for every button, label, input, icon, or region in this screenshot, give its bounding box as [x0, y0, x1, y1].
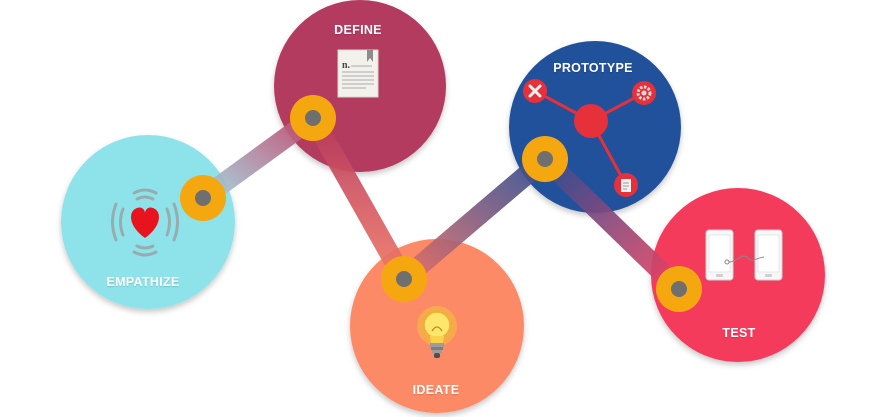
- stage-label-ideate: IDEATE: [412, 383, 460, 397]
- stage-label-empathize: EMPATHIZE: [106, 275, 180, 289]
- connector-bar-define-ideate: [303, 108, 414, 289]
- joint-test: [656, 266, 702, 312]
- heart-signal-icon: [111, 188, 179, 257]
- connector-bar-ideate-prototype: [394, 149, 555, 289]
- joint-ideate: [381, 256, 427, 302]
- lightbulb-icon: [417, 306, 457, 358]
- connector-bar-prototype-test: [535, 149, 689, 299]
- joint-prototype: [522, 136, 568, 182]
- network-icon: [523, 79, 656, 197]
- stage-label-test: TEST: [722, 326, 756, 340]
- stage-label-define: DEFINE: [334, 23, 382, 37]
- document-icon: n.: [337, 49, 379, 98]
- joint-empathize: [180, 175, 226, 221]
- stage-label-prototype: PROTOTYPE: [553, 61, 633, 75]
- svg-text:n.: n.: [342, 60, 351, 71]
- connector-joints: [180, 95, 702, 312]
- joint-define: [290, 95, 336, 141]
- two-phones-icon: [705, 229, 783, 281]
